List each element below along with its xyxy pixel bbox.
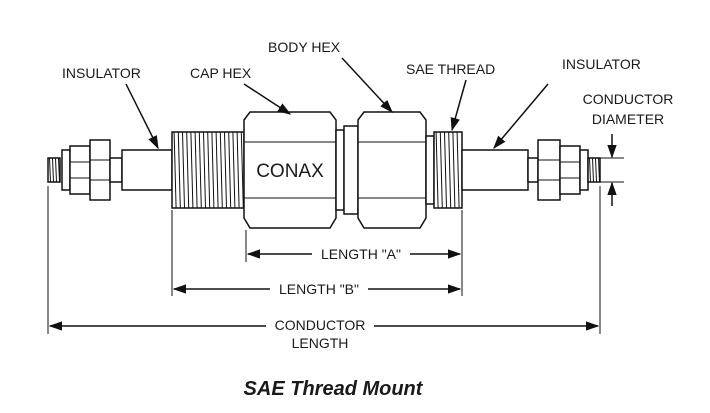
thread-line: [228, 131, 232, 209]
thread-line: [207, 131, 211, 209]
conductor-diameter-dimension: [600, 134, 624, 206]
thread-line: [219, 131, 223, 209]
right-conductor-stud: [527, 139, 601, 201]
thread-line: [58, 157, 60, 183]
extension-lines: [47, 186, 601, 334]
thread-line: [198, 131, 202, 209]
cap-hex-label: CAP HEX: [190, 65, 252, 81]
left-conductor-stud: [47, 139, 123, 201]
right-insulator: [461, 149, 529, 191]
thread-line: [52, 157, 54, 183]
thread-line: [55, 157, 57, 183]
thread-line: [215, 131, 219, 209]
thread-line: [186, 131, 190, 209]
thread-line: [448, 131, 452, 209]
thread-line: [49, 157, 51, 183]
left-insulator: [121, 149, 173, 191]
left-sae-thread: [171, 131, 245, 209]
length-a-label: LENGTH "A": [321, 246, 401, 262]
insulator-right-label: INSULATOR: [562, 56, 641, 72]
thread-line: [589, 157, 591, 183]
body-hex-label: BODY HEX: [268, 39, 341, 55]
length-b-label: LENGTH "B": [279, 281, 359, 297]
cap-hex-leader: [243, 83, 292, 115]
thread-line: [598, 157, 600, 183]
body-hex: [357, 111, 427, 229]
sae-thread-leader: [450, 79, 467, 132]
thread-line: [452, 131, 456, 209]
insulator-left-label: INSULATOR: [62, 65, 141, 81]
thread-line: [177, 131, 181, 209]
thread-line: [182, 131, 185, 209]
thread-line: [435, 131, 439, 209]
thread-line: [240, 131, 244, 209]
thread-line: [232, 131, 236, 209]
right-sae-thread: [425, 131, 463, 209]
thread-line: [236, 131, 240, 209]
hex-connector: [335, 125, 359, 215]
thread-line: [224, 131, 227, 209]
thread-line: [211, 131, 215, 209]
body-hex-leader: [341, 57, 393, 113]
conductor-length-label-line2: LENGTH: [292, 335, 349, 351]
conductor-diameter-label-line1: CONDUCTOR: [583, 91, 674, 107]
thread-line: [173, 131, 177, 209]
thread-line: [194, 131, 198, 209]
thread-line: [456, 131, 460, 209]
thread-line: [190, 131, 194, 209]
cap-hex: [243, 111, 337, 229]
insulator-left-leader: [125, 83, 159, 150]
conductor-diameter-label-line2: DIAMETER: [592, 111, 664, 127]
thread-line: [203, 131, 206, 209]
brand-label: CONAX: [256, 161, 324, 182]
thread-line: [439, 131, 443, 209]
thread-line: [595, 157, 597, 183]
insulator-right-leader: [493, 83, 549, 150]
thread-line: [444, 131, 447, 209]
thread-line: [592, 157, 594, 183]
figure-caption: SAE Thread Mount: [244, 378, 424, 400]
sae-thread-label: SAE THREAD: [406, 61, 495, 77]
conductor-length-label-line1: CONDUCTOR: [275, 317, 366, 333]
